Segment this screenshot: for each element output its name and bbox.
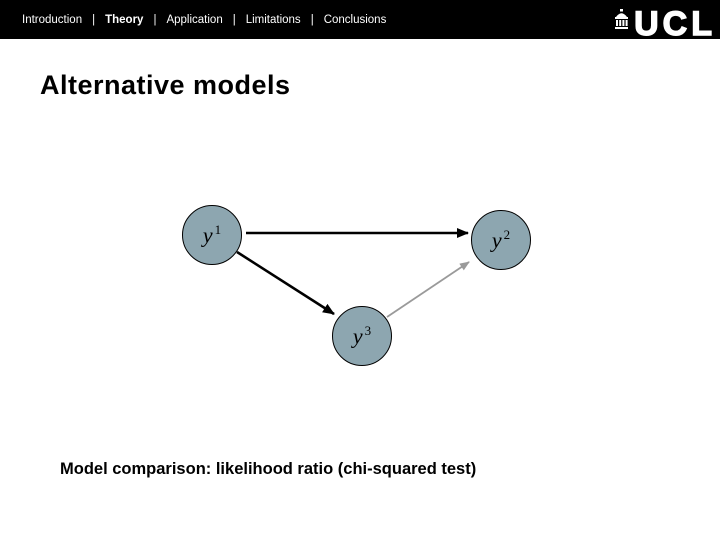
page-title: Alternative models [40, 70, 291, 100]
ucl-logo-text: UCL [633, 5, 716, 44]
node-base: y [352, 323, 363, 349]
node-base: y [202, 222, 213, 248]
caption-text: Model comparison: likelihood ratio (chi-… [60, 460, 477, 478]
section-nav: Introduction | Theory | Application | Li… [22, 0, 386, 39]
nav-item-application[interactable]: Application [166, 13, 223, 26]
edge-y1-y3 [236, 250, 335, 316]
node-base: y [491, 227, 502, 253]
top-bar: Introduction | Theory | Application | Li… [0, 0, 720, 44]
node-superscript: 1 [214, 222, 222, 238]
ucl-logo: UCL [613, 0, 716, 44]
nav-item-theory[interactable]: Theory [105, 13, 144, 26]
edge-y3-y2 [386, 261, 470, 318]
nav-item-conclusions[interactable]: Conclusions [323, 13, 387, 26]
nav-separator: | [92, 13, 96, 26]
node-superscript: 3 [364, 323, 372, 339]
nav-item-introduction[interactable]: Introduction [22, 13, 83, 26]
nav-separator: | [310, 13, 314, 26]
nav-separator: | [232, 13, 236, 26]
node-superscript: 2 [503, 227, 511, 243]
nav-item-limitations[interactable]: Limitations [245, 13, 301, 26]
nav-separator: | [153, 13, 157, 26]
ucl-portico-icon [615, 9, 629, 29]
